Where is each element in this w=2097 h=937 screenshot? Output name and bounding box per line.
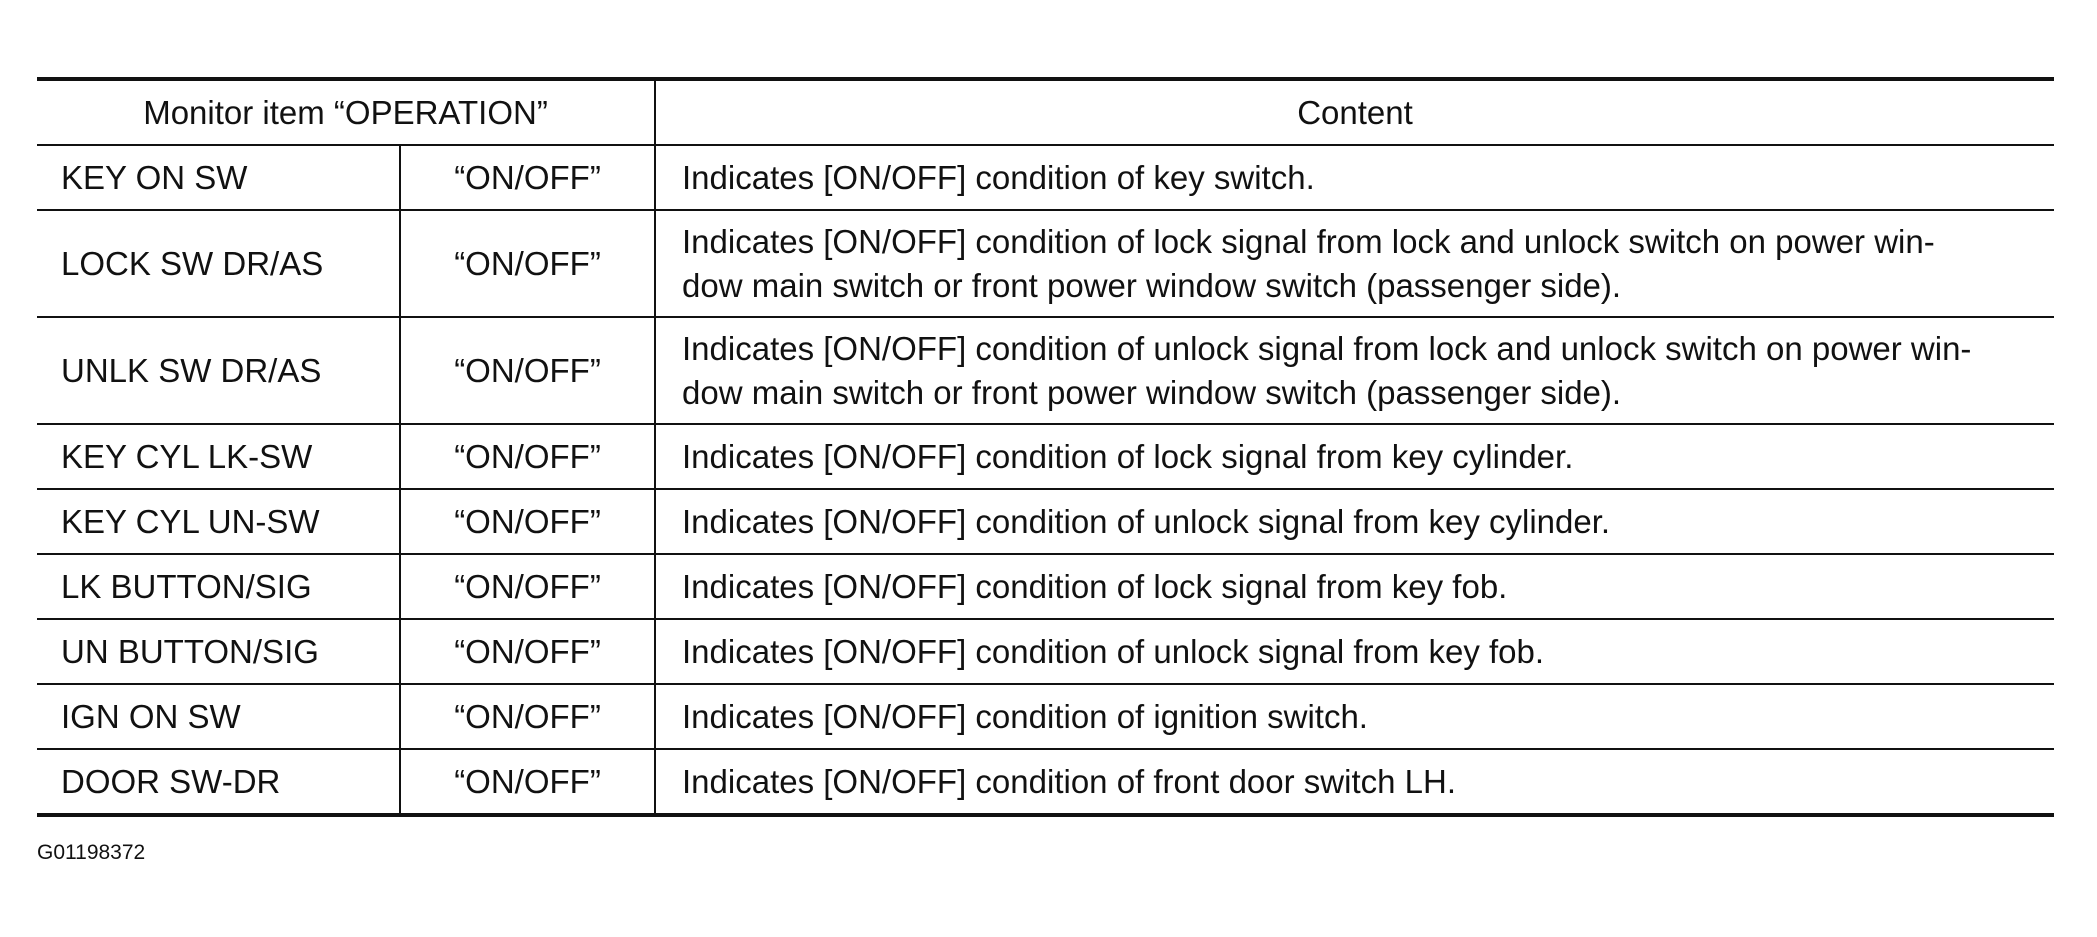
table-row: LK BUTTON/SIG “ON/OFF” Indicates [ON/OFF… [37,553,2055,620]
header-monitor-item: Monitor item “OPERATION” [37,78,657,146]
monitor-item-description: Indicates [ON/OFF] condition of unlock s… [655,488,2055,555]
monitor-item-name: KEY CYL LK-SW [37,423,401,490]
monitor-item-description: Indicates [ON/OFF] condition of lock sig… [655,423,2055,490]
table-row: DOOR SW-DR “ON/OFF” Indicates [ON/OFF] c… [37,748,2055,816]
monitor-item-description: Indicates [ON/OFF] condition of unlock s… [655,618,2055,685]
table-row: KEY ON SW “ON/OFF” Indicates [ON/OFF] co… [37,144,2055,211]
monitor-item-name: DOOR SW-DR [37,748,401,816]
table-header-row: Monitor item “OPERATION” Content [37,78,2055,146]
monitor-item-name: UNLK SW DR/AS [37,316,401,425]
monitor-item-name: UN BUTTON/SIG [37,618,401,685]
table-row: UN BUTTON/SIG “ON/OFF” Indicates [ON/OFF… [37,618,2055,685]
monitor-item-name: IGN ON SW [37,683,401,750]
monitor-item-value: “ON/OFF” [400,423,657,490]
monitor-item-value: “ON/OFF” [400,748,657,816]
monitor-item-name: KEY ON SW [37,144,401,211]
monitor-item-description: Indicates [ON/OFF] condition of key swit… [655,144,2055,211]
table-row: KEY CYL LK-SW “ON/OFF” Indicates [ON/OFF… [37,423,2055,490]
table-row: IGN ON SW “ON/OFF” Indicates [ON/OFF] co… [37,683,2055,750]
monitor-item-value: “ON/OFF” [400,316,657,425]
monitor-item-value: “ON/OFF” [400,683,657,750]
monitor-item-description: Indicates [ON/OFF] condition of lock sig… [655,553,2055,620]
monitor-item-name: LOCK SW DR/AS [37,209,401,318]
monitor-item-value: “ON/OFF” [400,144,657,211]
table-row: KEY CYL UN-SW “ON/OFF” Indicates [ON/OFF… [37,488,2055,555]
monitor-item-value: “ON/OFF” [400,618,657,685]
table-row: LOCK SW DR/AS “ON/OFF” Indicates [ON/OFF… [37,209,2055,318]
monitor-item-description: Indicates [ON/OFF] condition of unlock s… [655,316,2055,425]
monitor-item-description: Indicates [ON/OFF] condition of lock sig… [655,209,2055,318]
monitor-item-value: “ON/OFF” [400,488,657,555]
monitor-item-table: Monitor item “OPERATION” Content KEY ON … [37,77,2055,817]
monitor-item-description: Indicates [ON/OFF] condition of front do… [655,748,2055,816]
monitor-item-description: Indicates [ON/OFF] condition of ignition… [655,683,2055,750]
monitor-item-value: “ON/OFF” [400,553,657,620]
monitor-item-value: “ON/OFF” [400,209,657,318]
figure-id: G01198372 [37,841,146,864]
header-content: Content [655,78,2055,146]
table-row: UNLK SW DR/AS “ON/OFF” Indicates [ON/OFF… [37,316,2055,425]
monitor-item-name: LK BUTTON/SIG [37,553,401,620]
monitor-item-name: KEY CYL UN-SW [37,488,401,555]
